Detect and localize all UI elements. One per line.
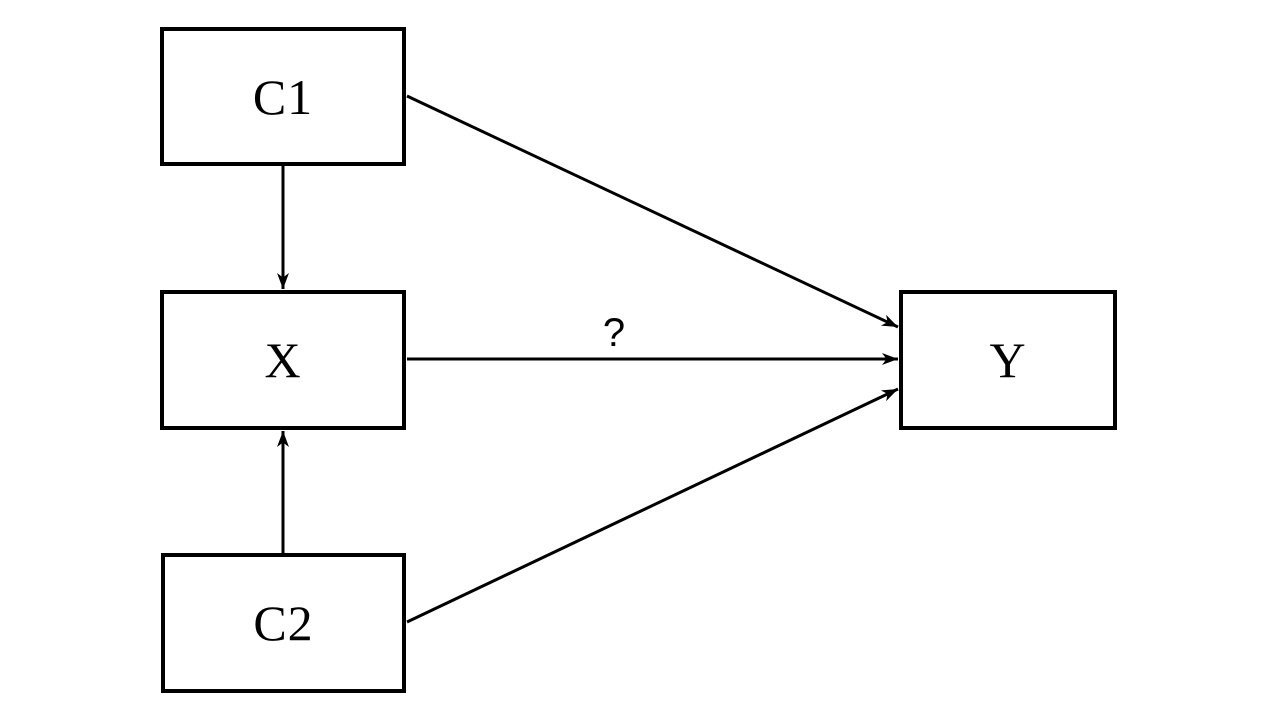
edge-x-to-y-label: ? bbox=[603, 311, 625, 355]
node-c2-label: C2 bbox=[253, 595, 314, 651]
node-y: Y bbox=[899, 290, 1117, 430]
node-c1-label: C1 bbox=[252, 68, 314, 125]
node-x-label: X bbox=[264, 332, 302, 388]
edge-c1-to-y-arrow bbox=[406, 94, 899, 329]
node-c1: C1 bbox=[160, 27, 406, 166]
node-x: X bbox=[160, 290, 406, 430]
edge-c2-to-y-arrow bbox=[406, 387, 899, 624]
node-c2: C2 bbox=[161, 553, 406, 693]
node-y-label: Y bbox=[989, 332, 1027, 388]
